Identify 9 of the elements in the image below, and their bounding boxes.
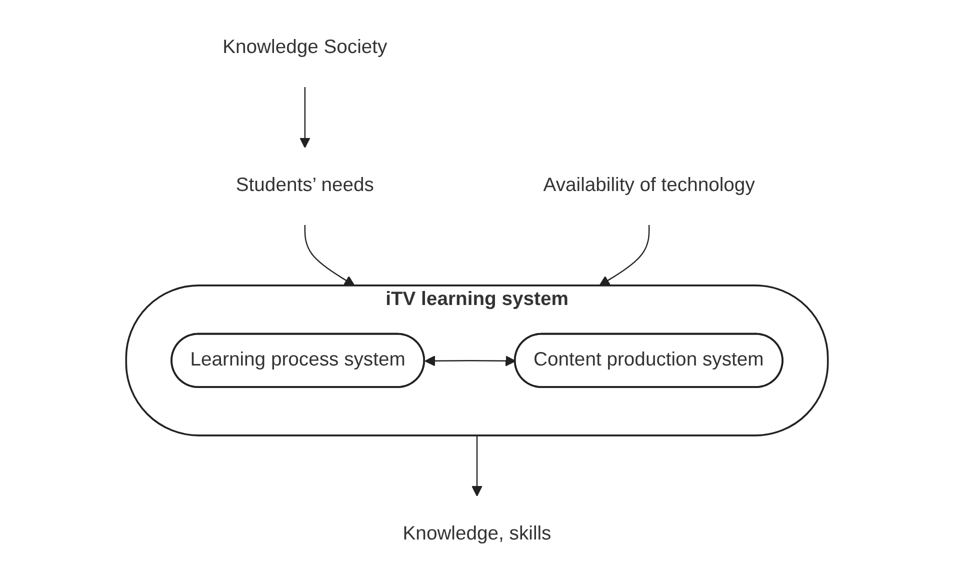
node-text: Knowledge Society bbox=[222, 37, 388, 58]
node-text: Knowledge, skills bbox=[402, 524, 552, 544]
node-text: Availability of technology bbox=[543, 175, 755, 196]
arrow bbox=[599, 224, 650, 286]
arrow bbox=[472, 435, 482, 496]
node-text: Students’ needs bbox=[236, 175, 374, 196]
arrow bbox=[300, 87, 310, 148]
arrow bbox=[304, 224, 355, 286]
arrow bbox=[424, 356, 516, 366]
